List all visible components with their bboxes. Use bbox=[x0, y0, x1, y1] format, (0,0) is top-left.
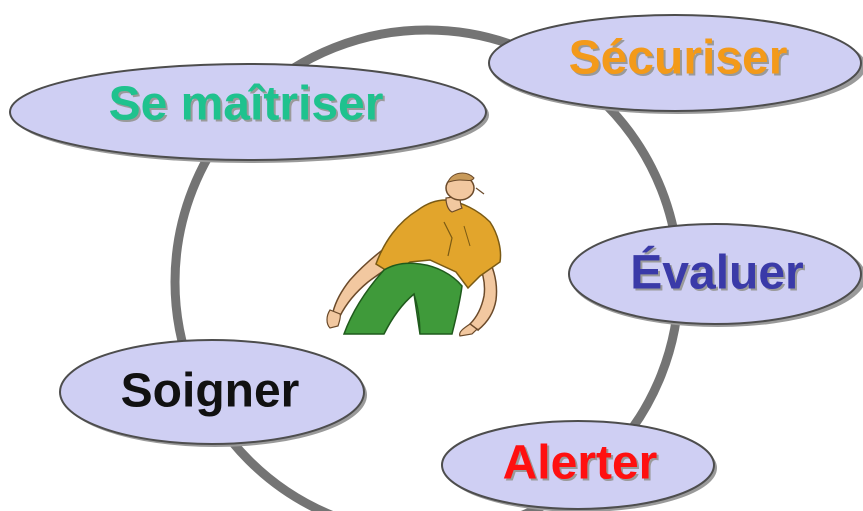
step-soigner: Soigner bbox=[59, 339, 367, 447]
securiser-ellipse bbox=[488, 14, 862, 112]
evaluer-ellipse bbox=[568, 223, 862, 325]
soigner-ellipse bbox=[59, 339, 365, 445]
step-alerter: Alerter Alerter bbox=[441, 420, 717, 511]
se-maitriser-label-shadow: Se maîtriser bbox=[111, 80, 386, 133]
alerter-ellipse bbox=[441, 420, 715, 510]
alerter-label-shadow: Alerter bbox=[505, 439, 660, 492]
soigner-label: Soigner bbox=[121, 365, 300, 418]
se-maitriser-label: Se maîtriser bbox=[109, 78, 384, 131]
securiser-label: Sécuriser bbox=[569, 32, 788, 85]
evaluer-label: Évaluer bbox=[630, 246, 803, 300]
step-securiser: Sécuriser Sécuriser bbox=[488, 14, 863, 114]
evaluer-label-shadow: Évaluer bbox=[632, 248, 805, 302]
injured-person-illustration bbox=[326, 172, 502, 337]
step-evaluer: Évaluer Évaluer bbox=[568, 223, 863, 327]
securiser-label-shadow: Sécuriser bbox=[571, 34, 790, 87]
step-se-maitriser: Se maîtriser Se maîtriser bbox=[9, 63, 489, 163]
se-maitriser-ellipse bbox=[9, 63, 487, 161]
alerter-label: Alerter bbox=[503, 437, 658, 490]
